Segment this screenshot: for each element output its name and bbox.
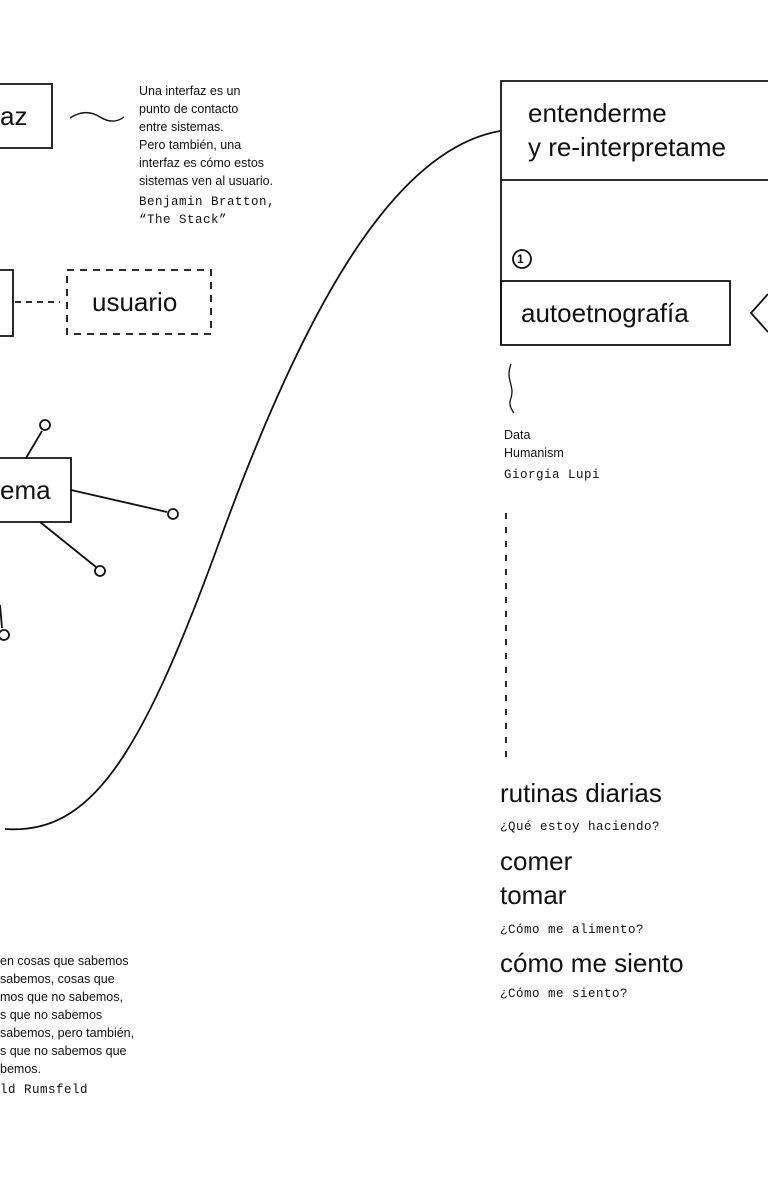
topic-title: cómo me siento <box>500 948 684 978</box>
quote-line: interfaz es cómo estos <box>139 156 265 170</box>
quote-line: s que no sabemos <box>0 1008 103 1022</box>
topic-title: rutinas diarias <box>500 778 662 808</box>
quote-line: en cosas que sabemos <box>0 954 129 968</box>
spoke-right <box>70 489 168 513</box>
interfaz-box <box>0 83 53 149</box>
diamond-shape <box>749 293 768 333</box>
autoetnografia-box <box>500 280 731 346</box>
quote-line: Data <box>504 428 531 442</box>
squiggle <box>508 363 515 414</box>
topic-title: tomar <box>500 880 567 910</box>
quote-line: Humanism <box>504 446 564 460</box>
autoetnografia-label: autoetnografía <box>521 298 689 328</box>
quote-author: ld Rumsfeld <box>0 1083 89 1097</box>
interfaz-label: az <box>0 101 28 131</box>
spoke-node-lower <box>94 565 106 577</box>
usuario-box <box>66 269 212 335</box>
entenderme-label-2: y re-interpretame <box>528 132 726 162</box>
usuario-label: usuario <box>92 287 178 317</box>
topic-question: ¿Cómo me siento? <box>500 987 629 1001</box>
quote-line: punto de contacto <box>139 102 239 116</box>
quote-line: sistemas ven al usuario. <box>139 174 274 188</box>
s-curve <box>4 130 501 831</box>
spoke-bottom <box>0 604 3 629</box>
sistema-label: ema <box>0 475 51 505</box>
quote-line: mos que no sabemos, <box>0 990 123 1004</box>
spoke-node-top <box>39 419 51 431</box>
spoke-node-right <box>167 508 179 520</box>
bratton-quote: Una interfaz es un punto de contacto ent… <box>139 82 275 229</box>
quote-author: Giorgia Lupi <box>504 468 601 482</box>
quote-author: Benjamin Bratton, <box>139 195 276 209</box>
quote-author: “The Stack” <box>139 213 228 227</box>
spoke-lower <box>39 521 97 568</box>
quote-line: Pero también, una <box>139 138 242 152</box>
quote-line: s que no sabemos que <box>0 1044 127 1058</box>
quote-line: bemos. <box>0 1062 41 1076</box>
topic-question: ¿Qué estoy haciendo? <box>500 820 661 834</box>
entenderme-box <box>500 80 768 345</box>
wavy-connector <box>69 111 125 122</box>
quote-line: sabemos, cosas que <box>0 972 115 986</box>
lupi-quote: Data Humanism Giorgia Lupi <box>504 426 600 484</box>
step-number-circle <box>512 249 532 269</box>
quote-line: entre sistemas. <box>139 120 224 134</box>
quote-line: Una interfaz es un <box>139 84 241 98</box>
left-usuario-box <box>0 269 14 337</box>
topic-title: comer <box>500 846 573 876</box>
spoke-top <box>25 430 43 459</box>
step-number: 1 <box>517 252 524 266</box>
rumsfeld-quote: en cosas que sabemos sabemos, cosas que … <box>0 952 134 1099</box>
topic-question: ¿Cómo me alimento? <box>500 923 645 937</box>
entenderme-label-1: entenderme <box>528 98 667 128</box>
quote-line: sabemos, pero también, <box>0 1026 135 1040</box>
spoke-node-bottom <box>0 629 10 641</box>
